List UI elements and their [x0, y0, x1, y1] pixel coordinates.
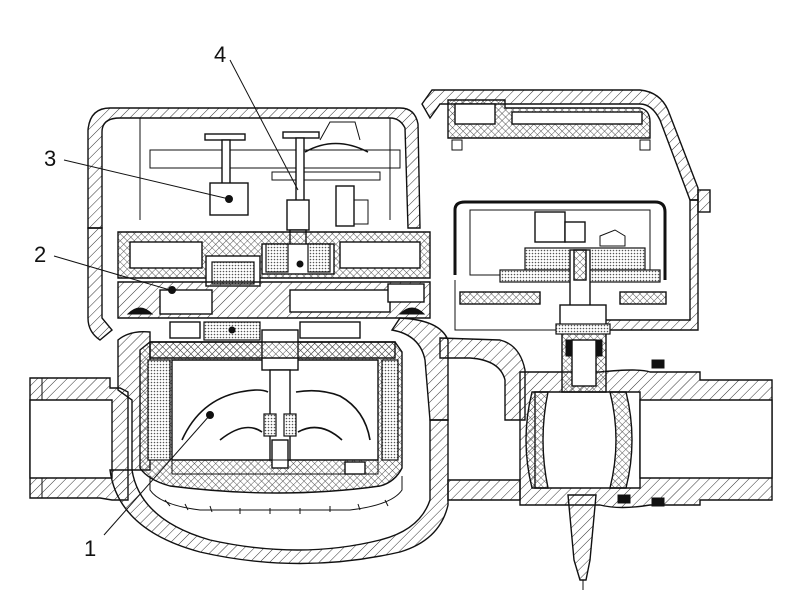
- outlet-housing: [519, 329, 773, 590]
- leader-line-3: [63, 159, 230, 200]
- callout-label-4: 4: [214, 42, 226, 67]
- register-housing: [87, 89, 711, 341]
- callout-label-1: 1: [84, 536, 96, 561]
- register-internals: [117, 118, 431, 319]
- callout-label-2: 2: [34, 242, 46, 267]
- callouts: 4 3 2 1: [34, 42, 299, 561]
- leader-line-2: [53, 255, 171, 291]
- leader-line-1: [103, 414, 211, 536]
- measuring-chamber: [139, 321, 403, 514]
- leader-line-4: [229, 59, 299, 191]
- valve-actuator-internals: [453, 200, 667, 335]
- callout-label-3: 3: [44, 146, 56, 171]
